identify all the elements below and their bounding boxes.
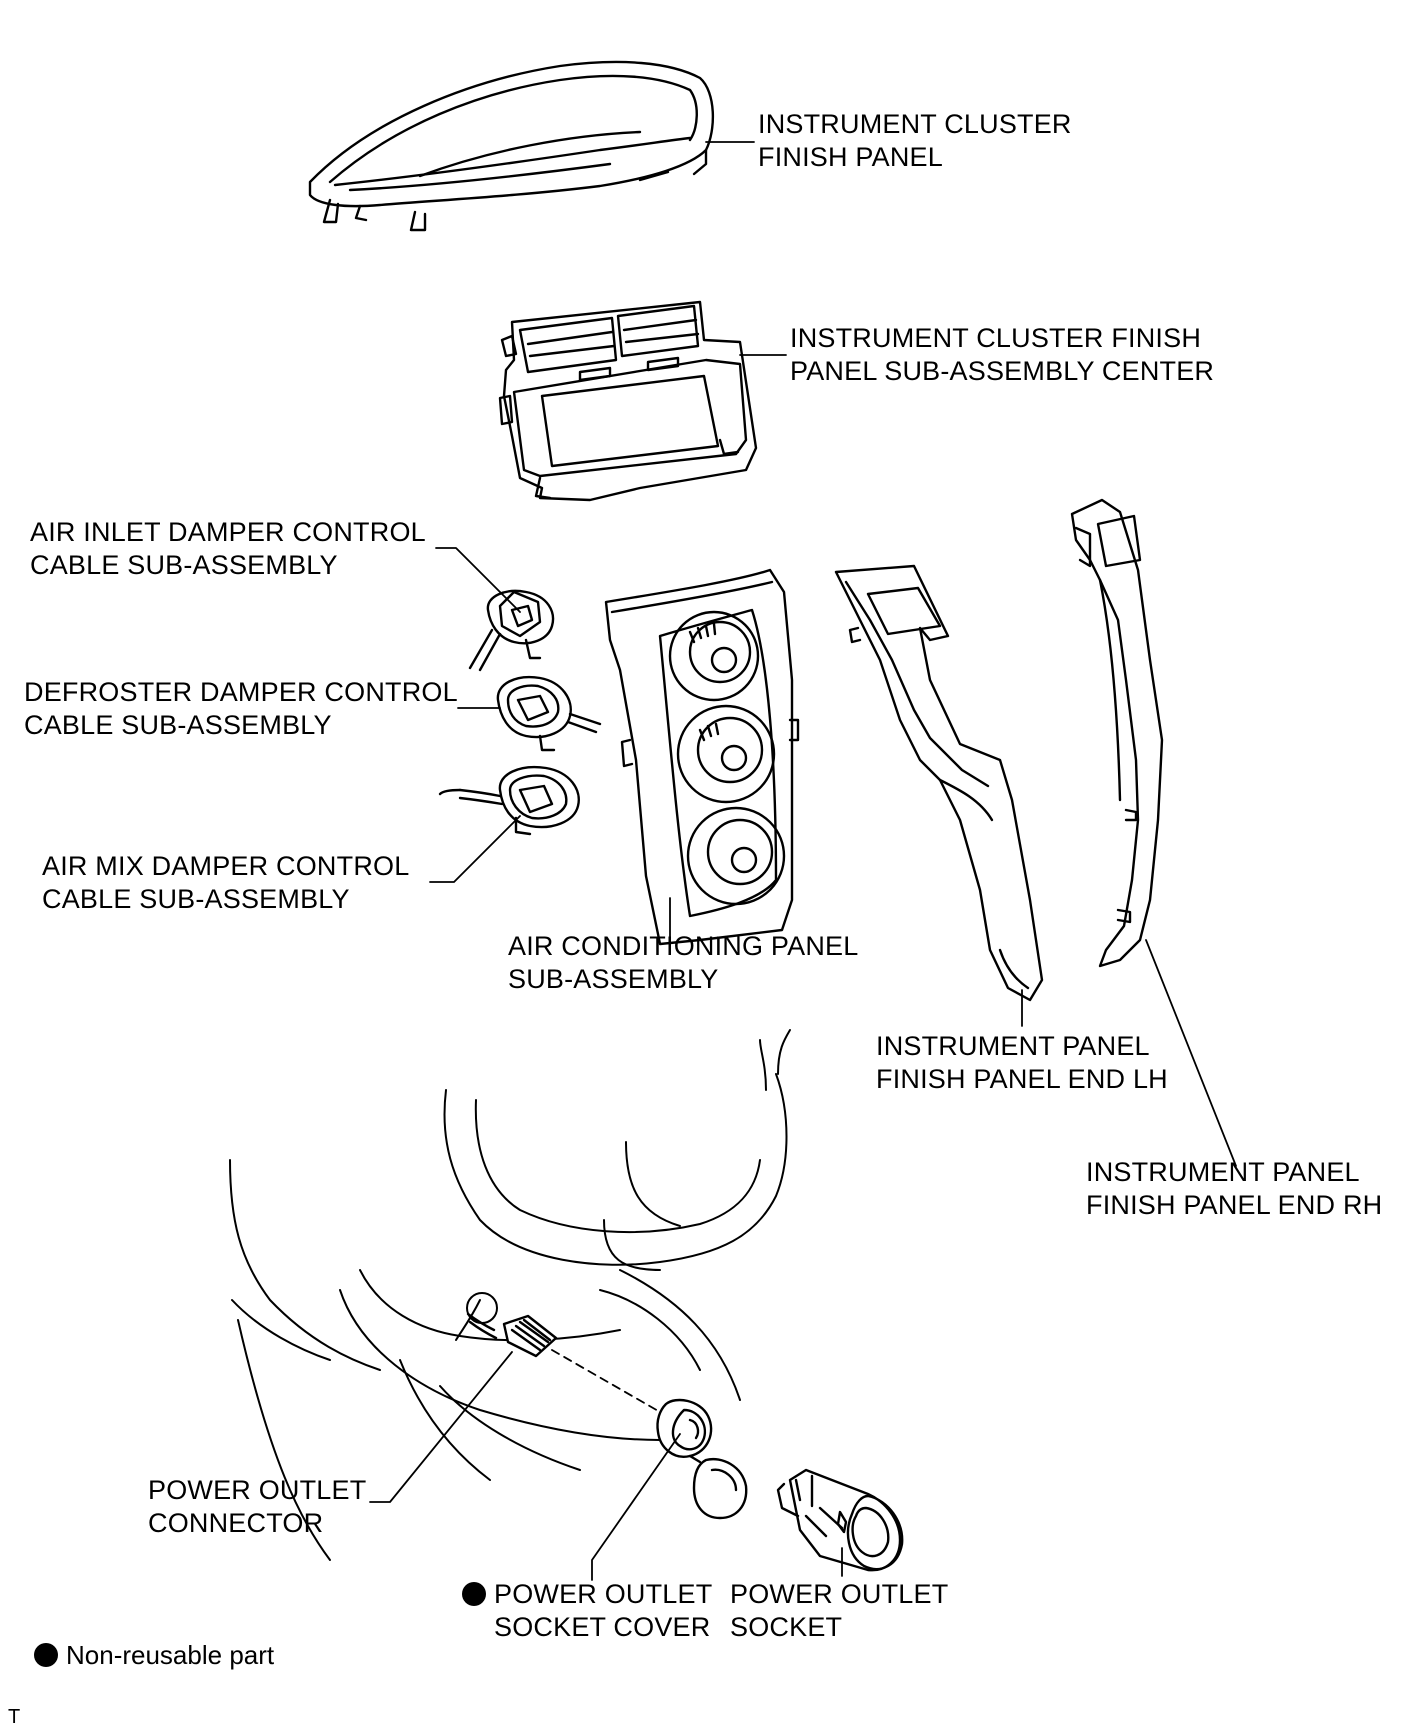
label-air-conditioning-panel: AIR CONDITIONING PANEL SUB-ASSEMBLY [508,931,859,994]
label-air-inlet-damper-cable: AIR INLET DAMPER CONTROL CABLE SUB-ASSEM… [30,517,426,580]
power-outlet-socket-drawing [776,1468,904,1572]
cluster-center-panel-drawing [498,300,758,502]
power-outlet-connector-drawing [466,1312,558,1358]
leader-lines [369,141,1237,1581]
air-inlet-cable-drawing [468,589,555,672]
ac-panel-drawing [604,568,800,946]
instrument-cluster-finish-panel-drawing [308,60,715,232]
label-cluster-finish-panel-center: INSTRUMENT CLUSTER FINISH PANEL SUB-ASSE… [790,323,1215,386]
label-finish-panel-end-rh: INSTRUMENT PANEL FINISH PANEL END RH [1086,1157,1383,1220]
label-air-mix-damper-cable: AIR MIX DAMPER CONTROL CABLE SUB-ASSEMBL… [42,851,410,914]
figure-code: T [8,1706,21,1728]
label-finish-panel-end-lh: INSTRUMENT PANEL FINISH PANEL END LH [876,1031,1168,1094]
label-power-outlet-socket-cover: POWER OUTLET SOCKET COVER [462,1578,712,1644]
legend-non-reusable: Non-reusable part [34,1640,274,1670]
label-power-outlet-socket: POWER OUTLET SOCKET [730,1579,949,1642]
label-power-outlet-connector: POWER OUTLET CONNECTOR [148,1475,367,1538]
legend-dot-icon [34,1643,58,1667]
finish-panel-end-lh-drawing [834,564,1044,1002]
finish-panel-end-rh-drawing [1070,498,1164,968]
socket-cover-text: POWER OUTLET SOCKET COVER [494,1579,713,1642]
air-mix-cable-drawing [438,765,580,836]
legend-text: Non-reusable part [66,1640,275,1670]
socket-cover-drawing [688,1454,748,1520]
non-reusable-marker-icon [462,1582,486,1606]
label-instrument-cluster-finish-panel: INSTRUMENT CLUSTER FINISH PANEL [758,109,1072,172]
power-outlet-in-console-drawing [656,1398,713,1458]
defroster-cable-drawing [496,675,602,752]
label-defroster-damper-cable: DEFROSTER DAMPER CONTROL CABLE SUB-ASSEM… [24,677,458,740]
center-console-drawing [229,1029,791,1561]
